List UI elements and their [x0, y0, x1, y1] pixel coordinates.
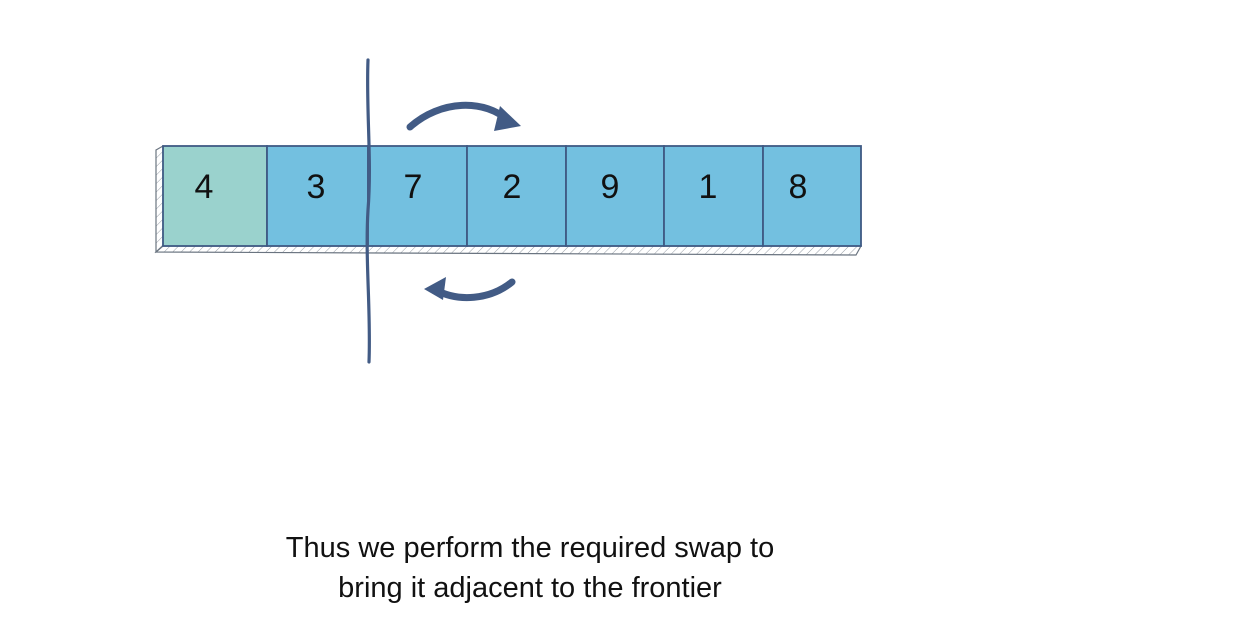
array-cell-6: 1	[663, 145, 764, 247]
array-cell-box	[762, 145, 862, 247]
array-cell-value: 2	[503, 168, 522, 206]
swap-arrow-left	[424, 277, 516, 302]
caption-line-1: Thus we perform the required swap to	[285, 532, 775, 564]
array-cell-value: 7	[404, 168, 423, 206]
array-cell-box	[565, 145, 665, 247]
array-cell-value: 8	[789, 168, 808, 206]
array-cell-2: 3	[266, 145, 369, 247]
array-cell-box	[663, 145, 764, 247]
caption-line-2: bring it adjacent to the frontier	[338, 572, 722, 604]
array-cell-1: 4	[162, 145, 268, 247]
swap-arrow-right	[406, 101, 521, 131]
frontier-line	[365, 58, 372, 364]
array-cell-4: 2	[466, 145, 567, 247]
array-base-shadow	[154, 144, 863, 256]
array-cell-box	[266, 145, 369, 247]
array-cell-value: 9	[601, 168, 620, 206]
array-cell-value: 3	[307, 168, 326, 206]
caption: Thus we perform the required swap to bri…	[230, 528, 830, 608]
array-cell-7: 8	[762, 145, 862, 247]
array-cell-5: 9	[565, 145, 665, 247]
array-cell-value: 1	[699, 168, 718, 206]
array-cell-box	[466, 145, 567, 247]
array-cell-box	[162, 145, 268, 247]
array-cell-value: 4	[195, 168, 214, 206]
array-cell-3: 7	[367, 145, 468, 247]
array-cells: 4 3 7 2 9 1 8	[162, 145, 862, 247]
